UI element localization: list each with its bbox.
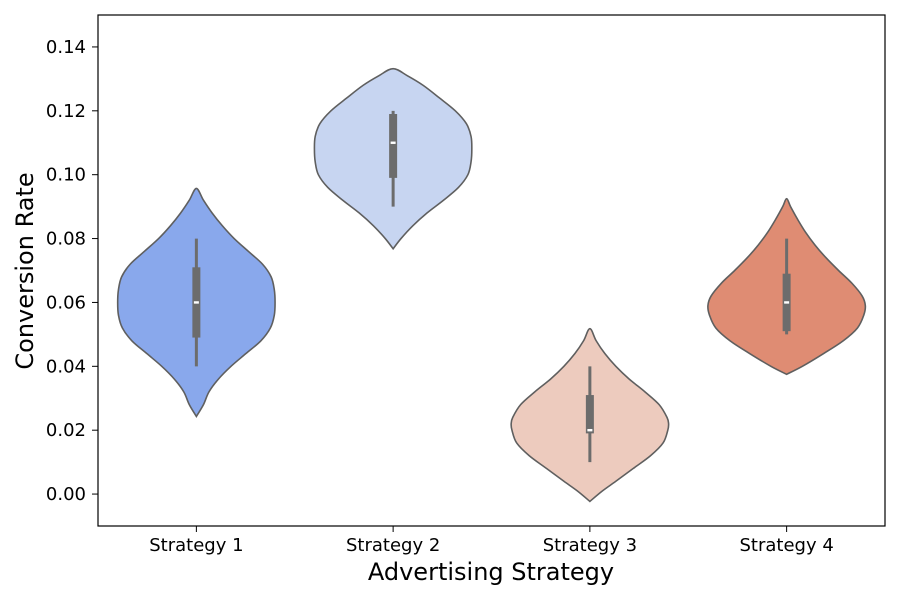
violin-median [193, 301, 199, 304]
violin-4 [707, 197, 867, 376]
y-axis: 0.00 0.02 0.04 0.06 0.08 0.10 0.12 0.14 [46, 37, 98, 505]
violin-1 [116, 187, 276, 419]
plot-frame [97, 14, 886, 527]
y-tick-label: 0.12 [46, 101, 86, 122]
x-tick-label: Strategy 4 [739, 535, 833, 556]
y-tick-label: 0.14 [46, 37, 86, 58]
violin-2 [313, 67, 473, 251]
y-tick-label: 0.04 [46, 356, 86, 377]
x-tick-label: Strategy 2 [346, 535, 440, 556]
y-tick-label: 0.02 [46, 420, 86, 441]
violin-iqr-box [585, 395, 594, 434]
y-tick-label: 0.06 [46, 292, 86, 313]
violin-iqr-box [389, 114, 398, 178]
y-axis-title: Conversion Rate [11, 172, 39, 369]
violins-layer [116, 67, 867, 503]
y-tick-label: 0.10 [46, 165, 86, 186]
x-tick-label: Strategy 1 [149, 535, 243, 556]
violin-median [390, 141, 396, 144]
x-axis-title: Advertising Strategy [368, 558, 614, 586]
y-tick-label: 0.08 [46, 229, 86, 250]
x-tick-label: Strategy 3 [543, 535, 637, 556]
violin-3 [510, 327, 670, 503]
violin-median [587, 428, 593, 432]
y-tick-label: 0.00 [46, 484, 86, 505]
x-axis: Strategy 1 Strategy 2 Strategy 3 Strategy 4 [149, 526, 834, 556]
violin-median [784, 301, 790, 304]
